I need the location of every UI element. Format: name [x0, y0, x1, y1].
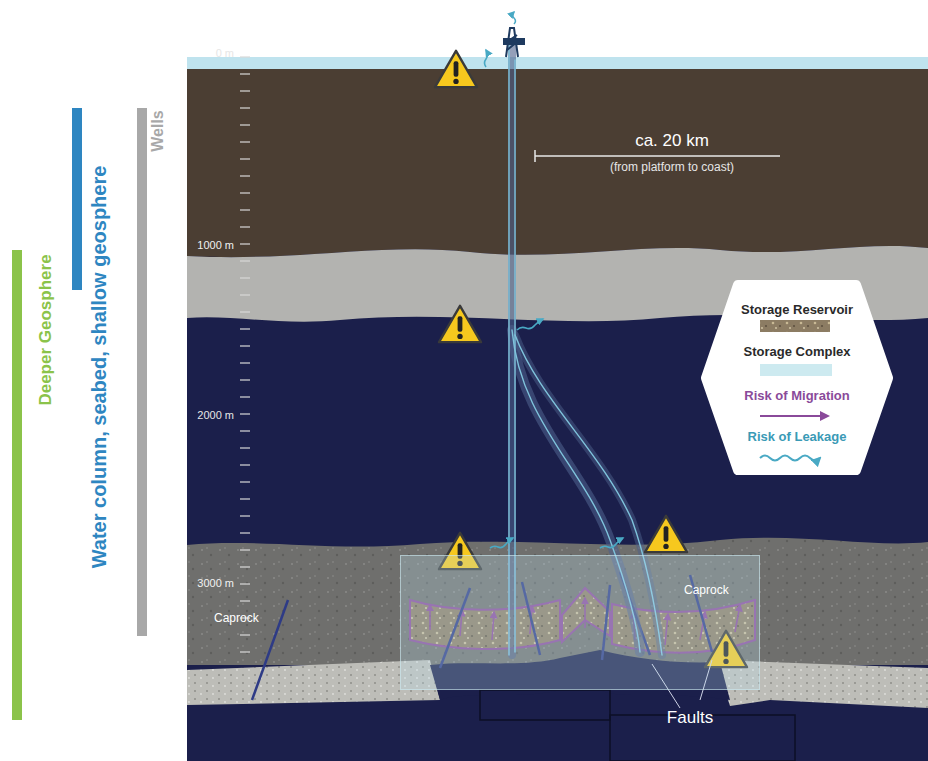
depth-tick: [240, 481, 250, 482]
depth-tick: [240, 600, 250, 601]
zone-label: Water column, seabed, shallow geosphere: [88, 166, 111, 569]
fault-label: Faults: [667, 708, 713, 728]
depth-tick: [240, 73, 250, 74]
depth-tick: [240, 311, 250, 312]
zone-label: Wells: [149, 110, 167, 152]
depth-tick: [240, 158, 250, 159]
legend-text: Risk of Migration: [744, 389, 849, 404]
depth-tick: [240, 328, 250, 329]
depth-tick: [240, 413, 250, 414]
depth-label: 1000 m: [197, 239, 234, 252]
depth-tick: [240, 107, 250, 108]
depth-tick: [240, 651, 250, 652]
depth-tick: [240, 498, 250, 499]
layer-label: Caprock: [684, 584, 729, 598]
storage-complex: Caprock: [400, 555, 760, 690]
depth-tick: [240, 56, 250, 57]
zone-label: Deeper Geosphere: [36, 254, 56, 405]
depth-tick: [240, 277, 250, 278]
depth-tick: [240, 226, 250, 227]
legend-swatch: [760, 364, 832, 376]
legend-text: Storage Reservoir: [741, 303, 853, 318]
depth-tick: [240, 175, 250, 176]
depth-tick: [240, 345, 250, 346]
depth-tick: [240, 464, 250, 465]
depth-tick: [240, 566, 250, 567]
depth-tick: [240, 90, 250, 91]
depth-tick: [240, 260, 250, 261]
depth-tick: [240, 549, 250, 550]
depth-label: 0 m: [216, 47, 234, 60]
depth-tick: [240, 379, 250, 380]
depth-tick: [240, 362, 250, 363]
depth-tick: [240, 243, 250, 244]
depth-tick: [240, 532, 250, 533]
layer-label: Caprock: [214, 612, 259, 626]
depth-tick: [240, 209, 250, 210]
depth-tick: [240, 634, 250, 635]
depth-tick: [240, 515, 250, 516]
legend-text: Risk of Leakage: [748, 430, 847, 445]
depth-tick: [240, 192, 250, 193]
depth-tick: [240, 294, 250, 295]
depth-label: 2000 m: [197, 409, 234, 422]
depth-tick: [240, 141, 250, 142]
depth-tick: [240, 583, 250, 584]
depth-tick: [240, 430, 250, 431]
legend-text: Storage Complex: [744, 345, 851, 360]
depth-tick: [240, 447, 250, 448]
depth-tick: [240, 124, 250, 125]
depth-tick: [240, 396, 250, 397]
scale-note: (from platform to coast): [610, 161, 734, 175]
scale-label: ca. 20 km: [635, 131, 709, 151]
depth-label: 3000 m: [197, 577, 234, 590]
